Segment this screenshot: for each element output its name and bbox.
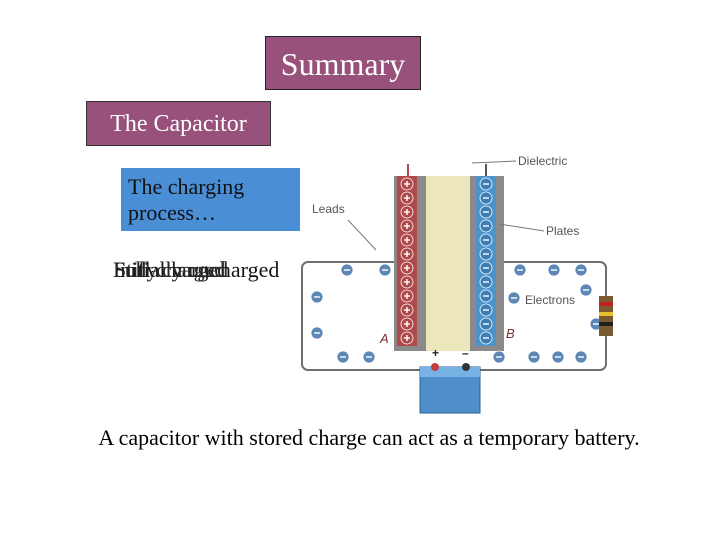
battery-plus-sign: +: [432, 346, 439, 360]
process-label: The charging process…: [121, 168, 300, 231]
slide-subtitle: The Capacitor: [86, 101, 271, 146]
positive-charge-markers: [400, 177, 414, 345]
plates-label: Plates: [546, 224, 579, 238]
dielectric-label: Dielectric: [518, 154, 567, 168]
capacitor-circuit-diagram: Dielectric Leads Plates Electrons A B + …: [301, 154, 613, 414]
electrons-label: Electrons: [525, 293, 575, 307]
leads-label: Leads: [312, 202, 345, 216]
negative-charge-markers: [479, 177, 493, 345]
state-label-fully-charged: Fully charged: [113, 257, 228, 282]
state-label-still-charged: Still charged: [114, 257, 226, 282]
electron-markers: [310, 263, 603, 364]
slide-title: Summary: [265, 36, 421, 90]
battery-minus-sign: –: [462, 346, 469, 360]
point-b-label: B: [506, 326, 515, 341]
positive-plate: [397, 176, 417, 346]
state-label-initially-uncharged: Initially uncharged: [113, 257, 280, 282]
dielectric: [426, 176, 470, 351]
slide-caption: A capacitor with stored charge can act a…: [98, 425, 640, 450]
negative-plate: [476, 176, 496, 346]
point-a-label: A: [379, 331, 389, 346]
